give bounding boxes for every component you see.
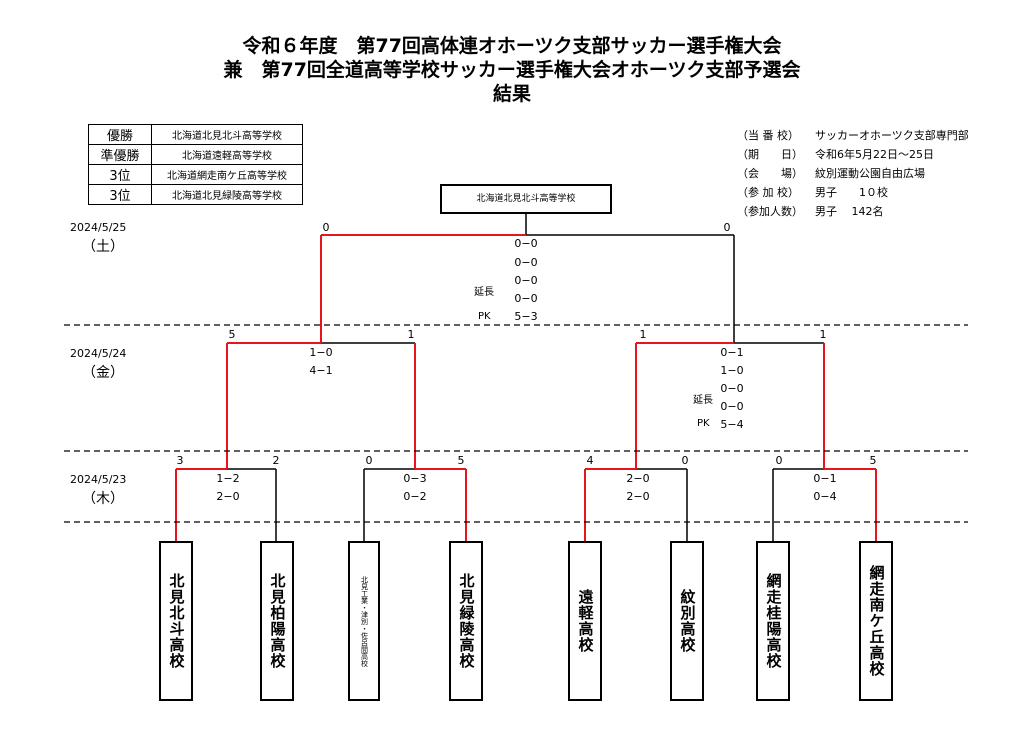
final-pk-label: PK <box>478 311 491 322</box>
team-abashiri-keiyo: 網走桂陽高校 <box>756 541 790 701</box>
final-left-score: 0 <box>322 221 330 234</box>
info-row: （会 場） 紋別運動公園自由広場 <box>737 164 969 183</box>
q4-half-2: 0−4 <box>813 490 837 503</box>
semi-right-et-1: 0−0 <box>720 382 744 395</box>
info-value: サッカーオホーツク支部専門部 <box>815 129 969 142</box>
info-value: 紋別運動公園自由広場 <box>815 167 925 180</box>
event-info: （当 番 校） サッカーオホーツク支部専門部 （期 日） 令和6年5月22日～25日… <box>737 126 969 221</box>
final-et-label: 延長 <box>474 287 494 298</box>
school-cell: 北海道北見緑陵高等学校 <box>151 184 303 205</box>
q1-half-2: 2−0 <box>216 490 240 503</box>
q1-b: 2 <box>272 454 280 467</box>
date-semis: 2024/5/24 <box>70 347 127 360</box>
info-row: （期 日） 令和6年5月22日～25日 <box>737 145 969 164</box>
semi-right-pk: 5−4 <box>720 418 744 431</box>
semi-left-half-1: 1−0 <box>309 346 333 359</box>
q2-half-1: 0−3 <box>403 472 427 485</box>
final-pk: 5−3 <box>514 310 538 323</box>
info-key: （当 番 校） <box>737 129 799 142</box>
info-value: 男子 1０校 <box>815 186 888 199</box>
final-half-2: 0−0 <box>514 256 538 269</box>
q3-a: 4 <box>586 454 594 467</box>
info-row: （当 番 校） サッカーオホーツク支部専門部 <box>737 126 969 145</box>
team-engaru: 遠軽高校 <box>568 541 602 701</box>
results-table: 優勝北海道北見北斗高等学校 準優勝北海道遠軽高等学校 3位北海道網走南ケ丘高等学… <box>88 124 303 205</box>
champion-box: 北海道北見北斗高等学校 <box>440 184 612 214</box>
semi-right-et-label: 延長 <box>693 395 713 406</box>
info-value: 令和6年5月22日～25日 <box>815 148 934 161</box>
q3-b: 0 <box>681 454 689 467</box>
q1-a: 3 <box>176 454 184 467</box>
semi-right-half-2: 1−0 <box>720 364 744 377</box>
round-dividers <box>64 324 968 523</box>
team-kitami-hokuto: 北見北斗高校 <box>159 541 193 701</box>
weekday-semis: （金） <box>82 365 124 381</box>
final-right-score: 0 <box>723 221 731 234</box>
winner-lines <box>175 234 877 541</box>
team-kitami-ryokuryo: 北見緑陵高校 <box>449 541 483 701</box>
semi-left-b: 1 <box>407 328 415 341</box>
black-lines <box>227 214 824 541</box>
info-key: （参加人数） <box>737 205 803 218</box>
date-final: 2024/5/25 <box>70 221 127 234</box>
q3-half-1: 2−0 <box>626 472 650 485</box>
q4-b: 5 <box>869 454 877 467</box>
info-value: 男子 142名 <box>815 205 884 218</box>
info-row: （参 加 校） 男子 1０校 <box>737 183 969 202</box>
info-key: （会 場） <box>737 167 803 180</box>
q3-half-2: 2−0 <box>626 490 650 503</box>
final-et-1: 0−0 <box>514 274 538 287</box>
team-kitami-kogyo-tsubetsu-saroma: 北見工業・津別・佐呂間高校 <box>348 541 380 701</box>
final-et-2: 0−0 <box>514 292 538 305</box>
title-line-3: 結果 <box>492 83 531 105</box>
semi-right-half-1: 0−1 <box>720 346 744 359</box>
results-row: 3位北海道北見緑陵高等学校 <box>88 184 303 205</box>
semi-left-half-2: 4−1 <box>309 364 333 377</box>
info-key: （参 加 校） <box>737 186 799 199</box>
team-monbetsu: 紋別高校 <box>670 541 704 701</box>
weekday-final: （土） <box>82 239 124 255</box>
results-row: 優勝北海道北見北斗高等学校 <box>88 124 303 145</box>
title-line-2: 兼 第77回全道高等学校サッカー選手権大会オホーツク支部予選会 <box>223 59 801 81</box>
title-line-1: 令和６年度 第77回高体連オホーツク支部サッカー選手権大会 <box>242 35 782 57</box>
q2-b: 5 <box>457 454 465 467</box>
rank-cell: 3位 <box>88 184 152 205</box>
q4-a: 0 <box>775 454 783 467</box>
semi-right-b: 1 <box>819 328 827 341</box>
semi-left-a: 5 <box>228 328 236 341</box>
semi-right-pk-label: PK <box>697 418 710 429</box>
info-key: （期 日） <box>737 148 803 161</box>
q1-half-1: 1−2 <box>216 472 240 485</box>
info-row: （参加人数） 男子 142名 <box>737 202 969 221</box>
semi-right-a: 1 <box>639 328 647 341</box>
q2-a: 0 <box>365 454 373 467</box>
team-kitami-hakuyo: 北見柏陽高校 <box>260 541 294 701</box>
q4-half-1: 0−1 <box>813 472 837 485</box>
final-half-1: 0−0 <box>514 237 538 250</box>
team-abashiri-minamigaoka: 網走南ケ丘高校 <box>859 541 893 701</box>
weekday-quarters: （木） <box>82 491 124 507</box>
date-quarters: 2024/5/23 <box>70 473 127 486</box>
semi-right-et-2: 0−0 <box>720 400 744 413</box>
q2-half-2: 0−2 <box>403 490 427 503</box>
